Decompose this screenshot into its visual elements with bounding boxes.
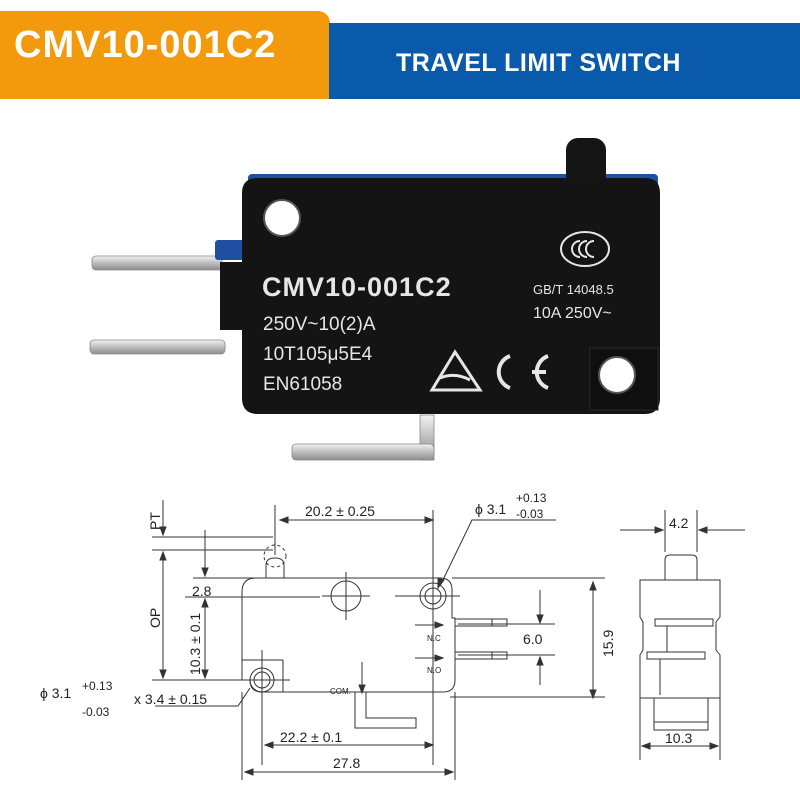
marking-gb: GB/T 14048.5 — [533, 282, 614, 297]
dim-hole-dia-bottom: ϕ 3.1 — [40, 685, 71, 701]
dim-slot: x 3.4 ± 0.15 — [134, 691, 207, 707]
product-title: TRAVEL LIMIT SWITCH — [396, 49, 681, 77]
marking-standard: EN61058 — [263, 374, 342, 395]
dim-height: 15.9 — [600, 630, 616, 657]
dimension-drawing: PT OP 2.8 10.3 ± 0.1 20.2 ± 0.25 ϕ 3.1 +… — [40, 491, 745, 780]
dim-hole-spacing-top: 20.2 ± 0.25 — [305, 503, 375, 519]
switch-body — [220, 178, 660, 414]
dim-2-8: 2.8 — [192, 583, 212, 599]
mounting-hole-top — [263, 199, 301, 237]
marking-code: 10T105μ5E4 — [263, 344, 373, 365]
tol-minus-top: -0.03 — [516, 507, 544, 521]
tol-plus-top: +0.13 — [516, 491, 547, 505]
marking-rating-right: 10A 250V~ — [533, 305, 612, 322]
nc-label: N.C — [427, 634, 441, 643]
side-view — [620, 510, 745, 760]
pt-label: PT — [147, 512, 163, 530]
dim-terminal-spacing: 6.0 — [523, 631, 543, 647]
marking-rating: 250V~10(2)A — [263, 314, 376, 335]
com-terminal — [291, 414, 435, 461]
no-terminal — [89, 339, 226, 355]
switch-photo: CMV10-001C2 250V~10(2)A 10T105μ5E4 EN610… — [89, 138, 660, 461]
dim-body-width: 10.3 — [665, 730, 692, 746]
ce-mark-icon — [496, 354, 549, 390]
title-banner: TRAVEL LIMIT SWITCH — [329, 23, 800, 99]
tol-minus-bottom: -0.03 — [82, 705, 110, 719]
com-label: COM. — [330, 687, 351, 696]
op-label: OP — [147, 608, 163, 628]
no-label: N.O — [427, 666, 441, 675]
dim-hole-spacing-bottom: 22.2 ± 0.1 — [280, 729, 342, 745]
dim-10-3: 10.3 ± 0.1 — [187, 613, 203, 675]
dim-length: 27.8 — [333, 755, 360, 771]
ccc-icon — [560, 231, 610, 267]
marking-model: CMV10-001C2 — [262, 272, 452, 302]
nc-terminal — [91, 255, 223, 271]
model-banner: CMV10-001C2 — [0, 11, 330, 99]
dim-plunger-width: 4.2 — [669, 515, 689, 531]
plunger — [566, 138, 606, 188]
tol-plus-bottom: +0.13 — [82, 679, 113, 693]
front-view — [152, 510, 508, 765]
dim-hole-dia-top: ϕ 3.1 — [475, 501, 506, 517]
safety-triangle-icon — [429, 349, 483, 392]
mounting-hole-bottom — [598, 356, 636, 394]
model-title: CMV10-001C2 — [14, 24, 277, 66]
